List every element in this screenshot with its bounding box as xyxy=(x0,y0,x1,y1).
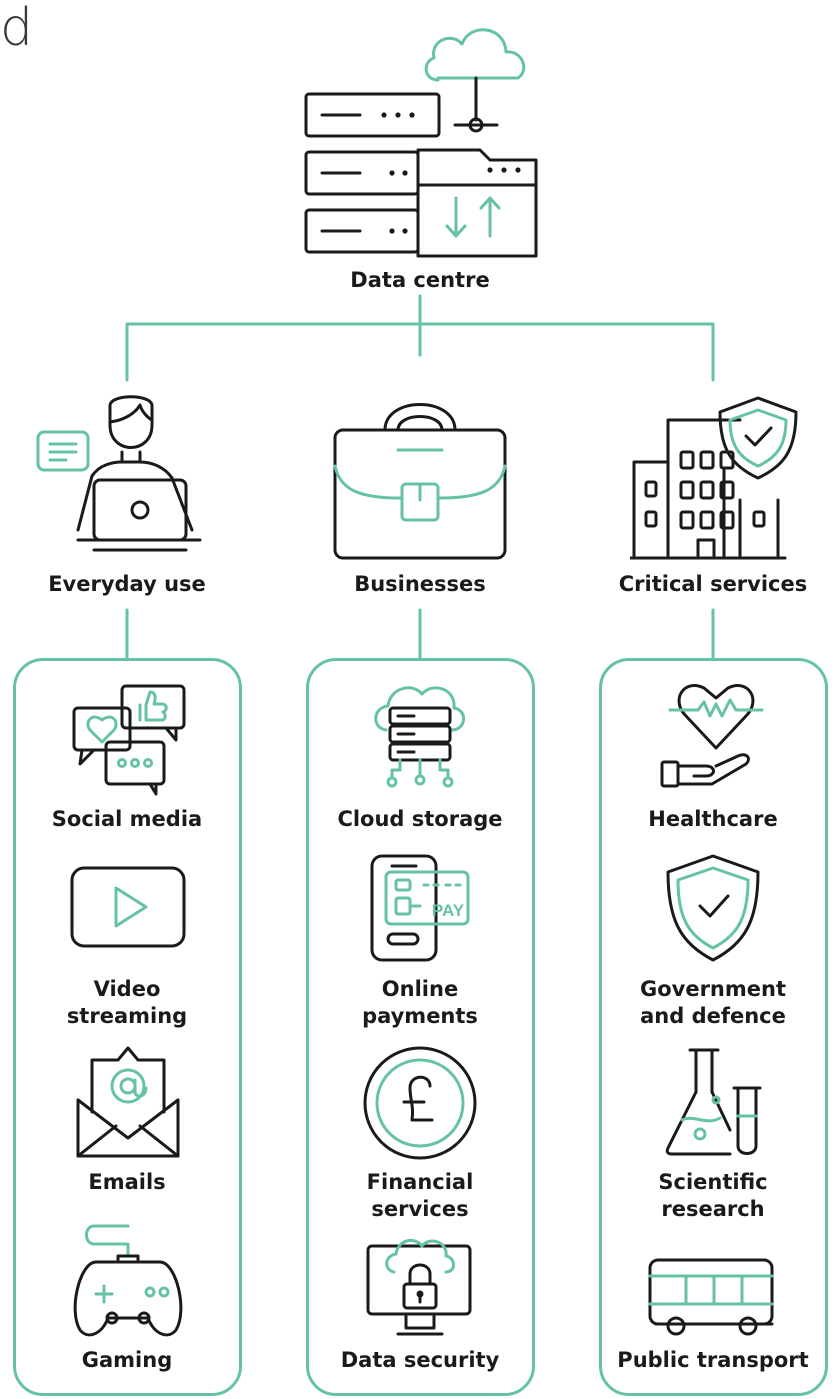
gov-line-2: and defence xyxy=(640,1004,786,1028)
financial-line-2: services xyxy=(371,1197,469,1221)
item-label-government-and-defence: Government and defence xyxy=(613,976,813,1030)
item-label-social-media: Social media xyxy=(51,807,203,831)
pay-badge: PAY xyxy=(432,901,465,920)
item-label-cloud-storage: Cloud storage xyxy=(337,807,503,831)
item-label-online-payments: Online payments xyxy=(320,976,520,1030)
research-line-2: research xyxy=(661,1197,765,1221)
item-label-public-transport: Public transport xyxy=(617,1348,809,1372)
healthcare-icon xyxy=(660,684,764,788)
buildings-shield-icon xyxy=(630,396,798,560)
item-label-healthcare: Healthcare xyxy=(648,807,778,831)
defence-shield-icon xyxy=(666,854,760,962)
research-line-1: Scientific xyxy=(658,1170,768,1194)
category-label-businesses: Businesses xyxy=(354,572,486,596)
video-line-1: Video xyxy=(93,977,161,1001)
item-label-scientific-research: Scientific research xyxy=(613,1169,813,1223)
financial-line-1: Financial xyxy=(366,1170,474,1194)
item-label-data-security: Data security xyxy=(340,1348,500,1372)
item-label-emails: Emails xyxy=(88,1170,166,1194)
pound-coin-icon xyxy=(363,1046,477,1160)
payments-line-2: payments xyxy=(362,1004,478,1028)
person-laptop-icon xyxy=(36,395,202,552)
briefcase-icon xyxy=(333,403,507,560)
data-security-icon xyxy=(366,1238,472,1336)
critical-services-box xyxy=(599,658,828,1396)
category-label-critical-services: Critical services xyxy=(618,572,808,596)
data-centre-icon xyxy=(304,28,538,258)
social-media-icon xyxy=(72,684,186,796)
video-line-2: streaming xyxy=(66,1004,188,1028)
item-label-video-streaming: Video streaming xyxy=(27,976,227,1030)
data-centre-label: Data centre xyxy=(350,268,490,292)
item-label-gaming: Gaming xyxy=(81,1348,173,1372)
payments-line-1: Online xyxy=(381,977,459,1001)
cloud-storage-icon xyxy=(374,686,465,788)
item-label-financial-services: Financial services xyxy=(320,1169,520,1223)
gov-line-1: Government xyxy=(639,977,786,1001)
businesses-box xyxy=(306,658,535,1396)
video-play-icon xyxy=(70,866,186,948)
category-label-everyday-use: Everyday use xyxy=(48,572,206,596)
lab-flask-icon xyxy=(665,1048,762,1156)
gamepad-icon xyxy=(73,1224,183,1337)
bus-icon xyxy=(648,1258,774,1336)
email-at-icon xyxy=(76,1046,180,1158)
corner-text-fragment: d xyxy=(0,0,34,58)
everyday-use-box xyxy=(13,658,242,1396)
online-payment-icon: PAY xyxy=(370,854,470,962)
